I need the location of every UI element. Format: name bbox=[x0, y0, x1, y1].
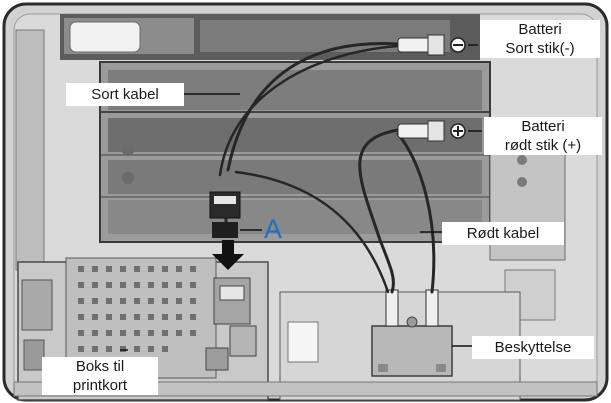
negative-terminal-connector bbox=[398, 35, 444, 55]
plus-circle-icon bbox=[451, 124, 465, 138]
label-battery-positive: Batteri rødt stik (+) bbox=[484, 117, 602, 155]
label-battery-negative: Batteri Sort stik(-) bbox=[480, 20, 600, 58]
marker-a: A bbox=[264, 216, 282, 243]
minus-circle-icon bbox=[451, 38, 465, 52]
label-battery-positive-line2: rødt stik (+) bbox=[484, 136, 602, 155]
label-protection: Beskyttelse bbox=[472, 336, 594, 359]
label-pcb-box: Boks til printkort bbox=[42, 357, 158, 395]
label-battery-negative-line1: Batteri bbox=[480, 20, 600, 39]
label-pcb-box-line2: printkort bbox=[42, 376, 158, 395]
label-battery-positive-line1: Batteri bbox=[484, 117, 602, 136]
label-red-cable: Rødt kabel bbox=[442, 222, 564, 245]
positive-terminal-connector bbox=[398, 121, 444, 141]
label-black-cable: Sort kabel bbox=[66, 83, 184, 106]
label-pcb-box-line1: Boks til bbox=[42, 357, 158, 376]
label-battery-negative-line2: Sort stik(-) bbox=[480, 39, 600, 58]
